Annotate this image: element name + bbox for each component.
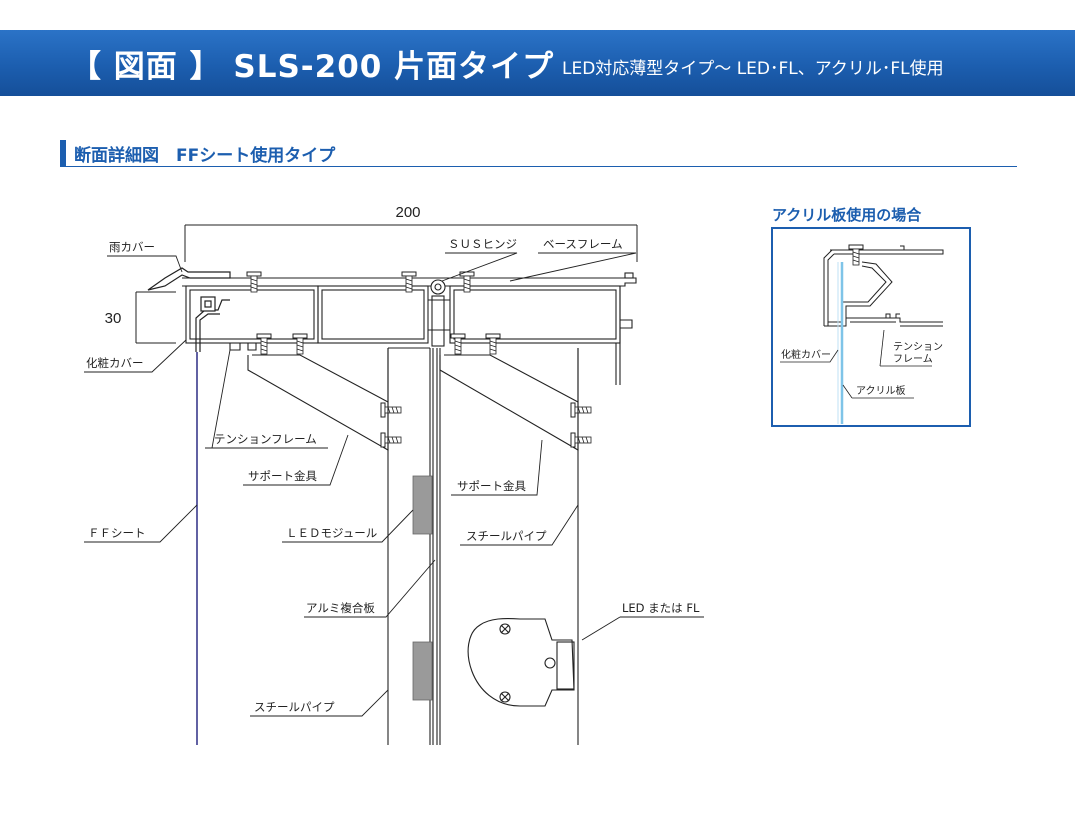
aluminium-composite-board (432, 348, 438, 745)
label-aluminium-composite: アルミ複合板 (306, 601, 375, 615)
section-title: 断面詳細図 FFシート使用タイプ (74, 146, 336, 166)
dimension-30 (135, 291, 176, 344)
page-subtitle: LED対応薄型タイプ〜 LED･FL、アクリル･FL使用 (562, 59, 944, 79)
label-steel-pipe-left: スチールパイプ (254, 700, 335, 714)
label-support-bracket-left: サポート金具 (248, 469, 317, 483)
steel-pipe-right (439, 348, 579, 745)
label-rain-cover: 雨カバー (109, 240, 155, 254)
inset-label-tension-frame-1: テンション (893, 342, 943, 353)
inset-label-acrylic-board: アクリル板 (856, 384, 906, 397)
tension-frame (229, 343, 257, 351)
rain-cover (147, 267, 231, 291)
dimension-200 (184, 224, 638, 262)
page-title: 【 図面 】 SLS-200 片面タイプ (70, 49, 555, 85)
base-frame (182, 272, 637, 385)
section-marker (60, 140, 66, 166)
label-support-bracket-right: サポート金具 (457, 479, 526, 493)
inset-label-decor-cover: 化粧カバー (781, 348, 831, 361)
label-led-or-fl: LED または FL (622, 601, 700, 615)
label-sus-hinge: ＳＵＳヒンジ (448, 237, 517, 251)
led-module-lower (412, 641, 433, 701)
label-decor-cover: 化粧カバー (86, 356, 144, 370)
label-steel-pipe-right: スチールパイプ (466, 529, 547, 543)
sus-hinge (430, 279, 446, 347)
inset-title: アクリル板使用の場合 (772, 206, 922, 224)
section-header: 断面詳細図 FFシート使用タイプ (60, 140, 1017, 167)
inset-panel (771, 227, 971, 427)
decor-cover-profile (195, 296, 230, 352)
led-fl-fixture (467, 617, 575, 707)
label-base-frame: ベースフレーム (543, 237, 623, 251)
dimension-height-value: 30 (105, 310, 122, 327)
dimension-width-value: 200 (395, 204, 420, 221)
label-tension-frame: テンションフレーム (214, 432, 317, 446)
label-ff-sheet: ＦＦシート (88, 526, 146, 540)
header-banner: 【 図面 】 SLS-200 片面タイプ LED対応薄型タイプ〜 LED･FL、… (0, 30, 1075, 96)
led-module-upper (412, 475, 433, 535)
support-bracket-right (439, 348, 579, 451)
inset-label-tension-frame-2: フレーム (893, 353, 933, 365)
leader-lines (84, 252, 704, 717)
label-led-module: ＬＥＤモジュール (286, 526, 377, 540)
